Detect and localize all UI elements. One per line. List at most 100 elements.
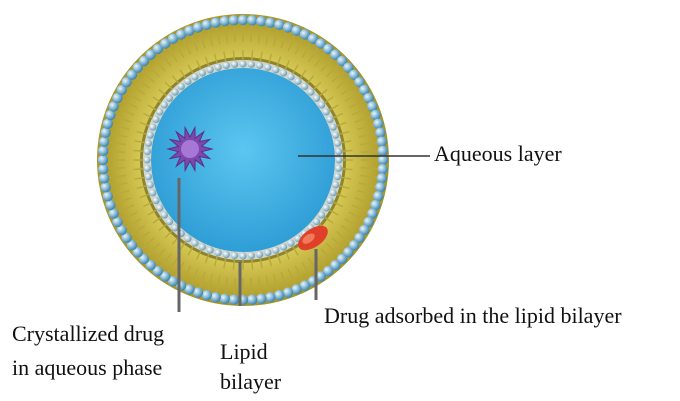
- outer-lipid-head: [247, 15, 257, 25]
- lipid-bilayer-label-line2: bilayer: [220, 369, 281, 395]
- inner-lipid-head: [149, 124, 156, 131]
- inner-lipid-head: [313, 95, 320, 102]
- inner-lipid-head: [145, 173, 152, 180]
- outer-lipid-head: [238, 15, 248, 25]
- inner-lipid-head: [335, 148, 342, 155]
- inner-lipid-head: [330, 124, 337, 131]
- inner-lipid-head: [318, 211, 325, 218]
- inner-lipid-head: [330, 189, 337, 196]
- inner-lipid-head: [313, 218, 320, 225]
- inner-lipid-head: [147, 181, 154, 188]
- outer-lipid-head: [377, 173, 387, 183]
- inner-lipid-head: [272, 247, 279, 254]
- inner-lipid-head: [335, 156, 342, 163]
- inner-lipid-head: [199, 243, 206, 250]
- inner-lipid-head: [287, 73, 294, 80]
- outer-lipid-head: [375, 182, 385, 192]
- inner-lipid-head: [223, 62, 230, 69]
- inner-lipid-head: [199, 69, 206, 76]
- inner-lipid-head: [323, 204, 330, 211]
- outer-lipid-head: [274, 290, 284, 300]
- inner-lipid-head: [207, 66, 214, 73]
- outer-lipid-head: [99, 137, 109, 147]
- outer-lipid-head: [274, 20, 284, 30]
- outer-lipid-head: [256, 16, 266, 26]
- inner-lipid-head: [256, 62, 263, 69]
- inner-lipid-head: [248, 61, 255, 68]
- drug-adsorbed-label: Drug adsorbed in the lipid bilayer: [324, 303, 622, 329]
- outer-lipid-head: [202, 290, 212, 300]
- inner-lipid-head: [264, 64, 271, 71]
- outer-lipid-head: [210, 17, 220, 27]
- inner-lipid-head: [152, 197, 159, 204]
- inner-lipid-head: [334, 140, 341, 147]
- inner-lipid-head: [191, 240, 198, 247]
- inner-lipid-head: [231, 252, 238, 259]
- outer-lipid-head: [220, 16, 230, 26]
- outer-lipid-head: [377, 137, 387, 147]
- outer-lipid-head: [100, 127, 110, 137]
- inner-lipid-head: [144, 165, 151, 172]
- outer-lipid-head: [265, 292, 275, 302]
- inner-lipid-head: [239, 60, 246, 67]
- inner-lipid-head: [280, 243, 287, 250]
- inner-lipid-head: [332, 181, 339, 188]
- inner-lipid-head: [326, 197, 333, 204]
- crystal-core: [181, 140, 199, 158]
- outer-lipid-head: [103, 119, 113, 129]
- outer-lipid-head: [220, 294, 230, 304]
- outer-lipid-head: [99, 173, 109, 183]
- crystallized-drug-label-line2: in aqueous phase: [12, 355, 162, 381]
- outer-lipid-head: [229, 15, 239, 25]
- inner-lipid-head: [334, 173, 341, 180]
- outer-lipid-head: [103, 191, 113, 201]
- outer-lipid-head: [98, 155, 108, 165]
- inner-lipid-head: [287, 240, 294, 247]
- inner-lipid-head: [161, 211, 168, 218]
- inner-lipid-head: [191, 73, 198, 80]
- outer-lipid-head: [98, 146, 108, 156]
- inner-lipid-head: [307, 89, 314, 96]
- inner-lipid-head: [248, 252, 255, 259]
- inner-lipid-head: [223, 251, 230, 258]
- inner-lipid-head: [166, 218, 173, 225]
- inner-lipid-head: [149, 189, 156, 196]
- outer-lipid-head: [229, 295, 239, 305]
- inner-lipid-head: [166, 95, 173, 102]
- outer-lipid-head: [373, 191, 383, 201]
- outer-lipid-head: [210, 292, 220, 302]
- outer-lipid-head: [247, 295, 257, 305]
- inner-lipid-head: [294, 78, 301, 85]
- outer-lipid-head: [375, 127, 385, 137]
- inner-lipid-head: [332, 132, 339, 139]
- outer-lipid-head: [283, 287, 293, 297]
- inner-lipid-head: [323, 108, 330, 115]
- inner-lipid-head: [145, 140, 152, 147]
- outer-lipid-head: [370, 110, 380, 120]
- crystallized-drug-label-line1: Crystallized drug: [12, 321, 164, 347]
- inner-lipid-head: [184, 78, 191, 85]
- inner-lipid-head: [184, 235, 191, 242]
- lipid-bilayer-label-line1: Lipid: [220, 339, 268, 365]
- inner-lipid-head: [156, 108, 163, 115]
- inner-lipid-head: [280, 69, 287, 76]
- inner-lipid-head: [239, 252, 246, 259]
- inner-lipid-head: [152, 116, 159, 123]
- inner-lipid-head: [156, 204, 163, 211]
- inner-lipid-head: [207, 247, 214, 254]
- inner-lipid-head: [301, 83, 308, 90]
- inner-lipid-head: [272, 66, 279, 73]
- inner-lipid-head: [161, 101, 168, 108]
- inner-lipid-head: [335, 165, 342, 172]
- inner-lipid-head: [231, 61, 238, 68]
- inner-lipid-head: [215, 64, 222, 71]
- outer-lipid-head: [105, 200, 115, 210]
- outer-lipid-head: [193, 22, 203, 32]
- aqueous-layer-label: Aqueous layer: [434, 141, 562, 167]
- inner-lipid-head: [172, 89, 179, 96]
- inner-lipid-head: [215, 249, 222, 256]
- inner-lipid-head: [147, 132, 154, 139]
- inner-lipid-head: [256, 251, 263, 258]
- inner-lipid-head: [264, 249, 271, 256]
